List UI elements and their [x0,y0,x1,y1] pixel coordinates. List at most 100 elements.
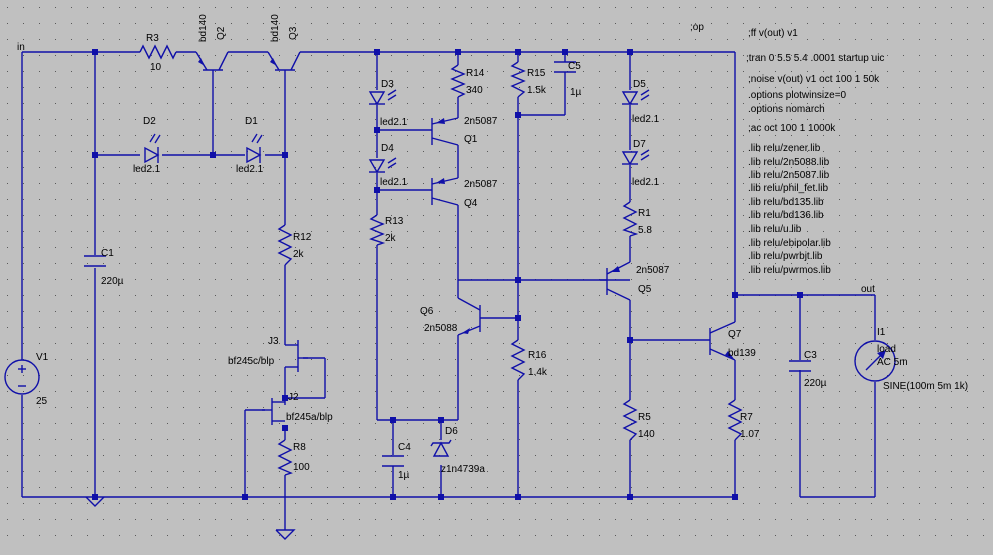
d4-name: D4 [381,143,394,154]
d6-value: z1n4739a [441,464,485,475]
net-label-out: out [861,284,875,295]
directive-ac: ;ac oct 100 1 1000k [748,123,836,134]
r13-name: R13 [385,216,404,227]
directive-op: ;op [690,22,704,33]
r14-name: R14 [466,68,485,79]
i1-name: I1 [877,327,886,338]
d4-value: led2.1 [380,177,408,188]
transistor-q3[interactable]: bd140 Q3 [267,14,301,71]
transistor-q5[interactable]: 2n5087 Q5 [600,261,670,301]
resistor-r12[interactable]: R12 2k [277,224,312,266]
directive-ff: ;ff v(out) v1 [748,28,798,39]
capacitor-c4[interactable]: C4 1µ [382,442,411,481]
r1-value: 5.8 [638,225,652,236]
led-d3[interactable]: D3 led2.1 [368,79,408,128]
r5-name: R5 [638,412,651,423]
transistor-q2[interactable]: bd140 Q2 [195,14,229,71]
q3-name: Q3 [288,26,299,40]
resistor-r5[interactable]: R5 140 [622,399,655,441]
q5-name: Q5 [638,284,652,295]
r13-value: 2k [385,233,397,244]
jfet-j3[interactable]: J3 bf245c/blp [228,335,308,372]
d3-value: led2.1 [380,117,408,128]
q7-name: Q7 [728,329,742,340]
ground-icon [85,496,105,507]
resistor-r3[interactable]: R3 10 [139,33,177,73]
c4-value: 1µ [398,470,410,481]
i1-line2: AC 5m [877,357,908,368]
c3-value: 220µ [804,378,827,389]
d3-name: D3 [381,79,394,90]
d5-value: led2.1 [632,114,660,125]
c5-value: 1µ [570,87,582,98]
q1-value: 2n5087 [464,116,498,127]
led-d1[interactable]: D1 led2.1 [236,116,264,175]
r5-value: 140 [638,429,655,440]
capacitor-c1[interactable]: C1 220µ [84,248,124,287]
capacitor-c3[interactable]: C3 220µ [789,350,827,389]
transistor-q6[interactable]: Q6 2n5088 [420,297,481,336]
r16-value: 1.4k [528,367,548,378]
directive-lib-7: .lib relu/ebipolar.lib [748,238,831,249]
r3-value: 10 [150,62,162,73]
resistor-r16[interactable]: R16 1.4k [510,339,548,381]
q6-name: Q6 [420,306,434,317]
directive-tran: ;tran 0 5.5 5.4 .0001 startup uic [746,53,884,64]
r12-name: R12 [293,232,312,243]
d7-value: led2.1 [632,177,660,188]
transistor-q4[interactable]: 2n5087 Q4 [431,177,498,209]
directive-lib-6: .lib relu/u.lib [748,224,802,235]
q2-name: Q2 [216,26,227,40]
resistor-r13[interactable]: R13 2k [369,214,404,246]
resistor-r15[interactable]: R15 1.5k [510,61,547,98]
d1-value: led2.1 [236,164,264,175]
r12-value: 2k [293,249,305,260]
transistor-q1[interactable]: 2n5087 Q1 [431,116,498,146]
ground-icon [275,529,296,540]
voltage-source-v1[interactable]: V1 25 [4,352,49,407]
q4-value: 2n5087 [464,179,498,190]
directive-lib-4: .lib relu/bd135.lib [748,197,824,208]
directive-lib-2: .lib relu/2n5087.lib [748,170,830,181]
capacitor-c5[interactable]: C5 1µ [554,61,582,98]
r7-name: R7 [740,412,753,423]
q2-model: bd140 [198,14,209,42]
resistor-r7[interactable]: R7 1.07 [727,399,760,441]
v1-name: V1 [36,352,49,363]
d7-name: D7 [633,139,646,150]
led-d5[interactable]: D5 led2.1 [621,79,660,125]
c1-value: 220µ [101,276,124,287]
directive-noise: ;noise v(out) v1 oct 100 1 50k [748,74,880,85]
r15-value: 1.5k [527,85,547,96]
spice-directives[interactable]: ;op ;ff v(out) v1 ;tran 0 5.5 5.4 .0001 … [690,22,884,276]
jfet-j2[interactable]: J2 bf245a/blp [262,392,333,425]
directive-lib-1: .lib relu/2n5088.lib [748,157,830,168]
led-d2[interactable]: D2 led2.1 [133,116,161,175]
zener-d6[interactable]: D6 z1n4739a [430,426,485,475]
directive-lib-0: .lib relu/zener.lib [748,143,821,154]
d5-name: D5 [633,79,646,90]
junctions [92,49,803,500]
directive-lib-3: .lib relu/phil_fet.lib [748,183,828,194]
q6-value: 2n5088 [424,323,458,334]
led-d4[interactable]: D4 led2.1 [368,143,408,188]
r3-name: R3 [146,33,159,44]
current-source-i1[interactable]: I1 load AC 5m SINE(100m 5m 1k) [854,327,968,392]
transistor-q7[interactable]: Q7 bd139 [709,321,756,361]
d6-name: D6 [445,426,458,437]
resistor-r14[interactable]: R14 340 [450,64,485,98]
r8-value: 100 [293,462,310,473]
net-label-in: in [17,42,25,53]
c1-name: C1 [101,248,114,259]
c4-name: C4 [398,442,411,453]
resistor-r8[interactable]: R8 100 [277,439,310,476]
led-d7[interactable]: D7 led2.1 [621,139,660,188]
i1-line3: SINE(100m 5m 1k) [883,381,968,392]
directive-plotwinsize: .options plotwinsize=0 [748,90,847,101]
directive-lib-5: .lib relu/bd136.lib [748,210,824,221]
i1-line1: load [877,344,896,355]
resistor-r1[interactable]: R1 5.8 [622,201,652,237]
j3-value: bf245c/blp [228,356,275,367]
